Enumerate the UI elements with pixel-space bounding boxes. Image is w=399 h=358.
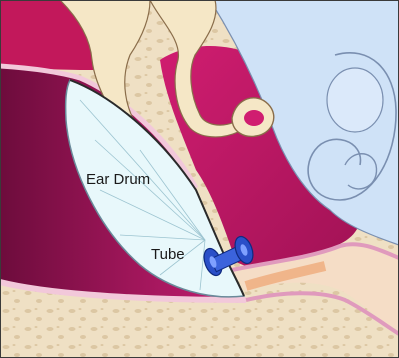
- tube-label: Tube: [151, 247, 185, 262]
- vestibule: [327, 68, 383, 132]
- stirrup-opening: [244, 110, 264, 126]
- ear-drum-label: Ear Drum: [86, 172, 150, 187]
